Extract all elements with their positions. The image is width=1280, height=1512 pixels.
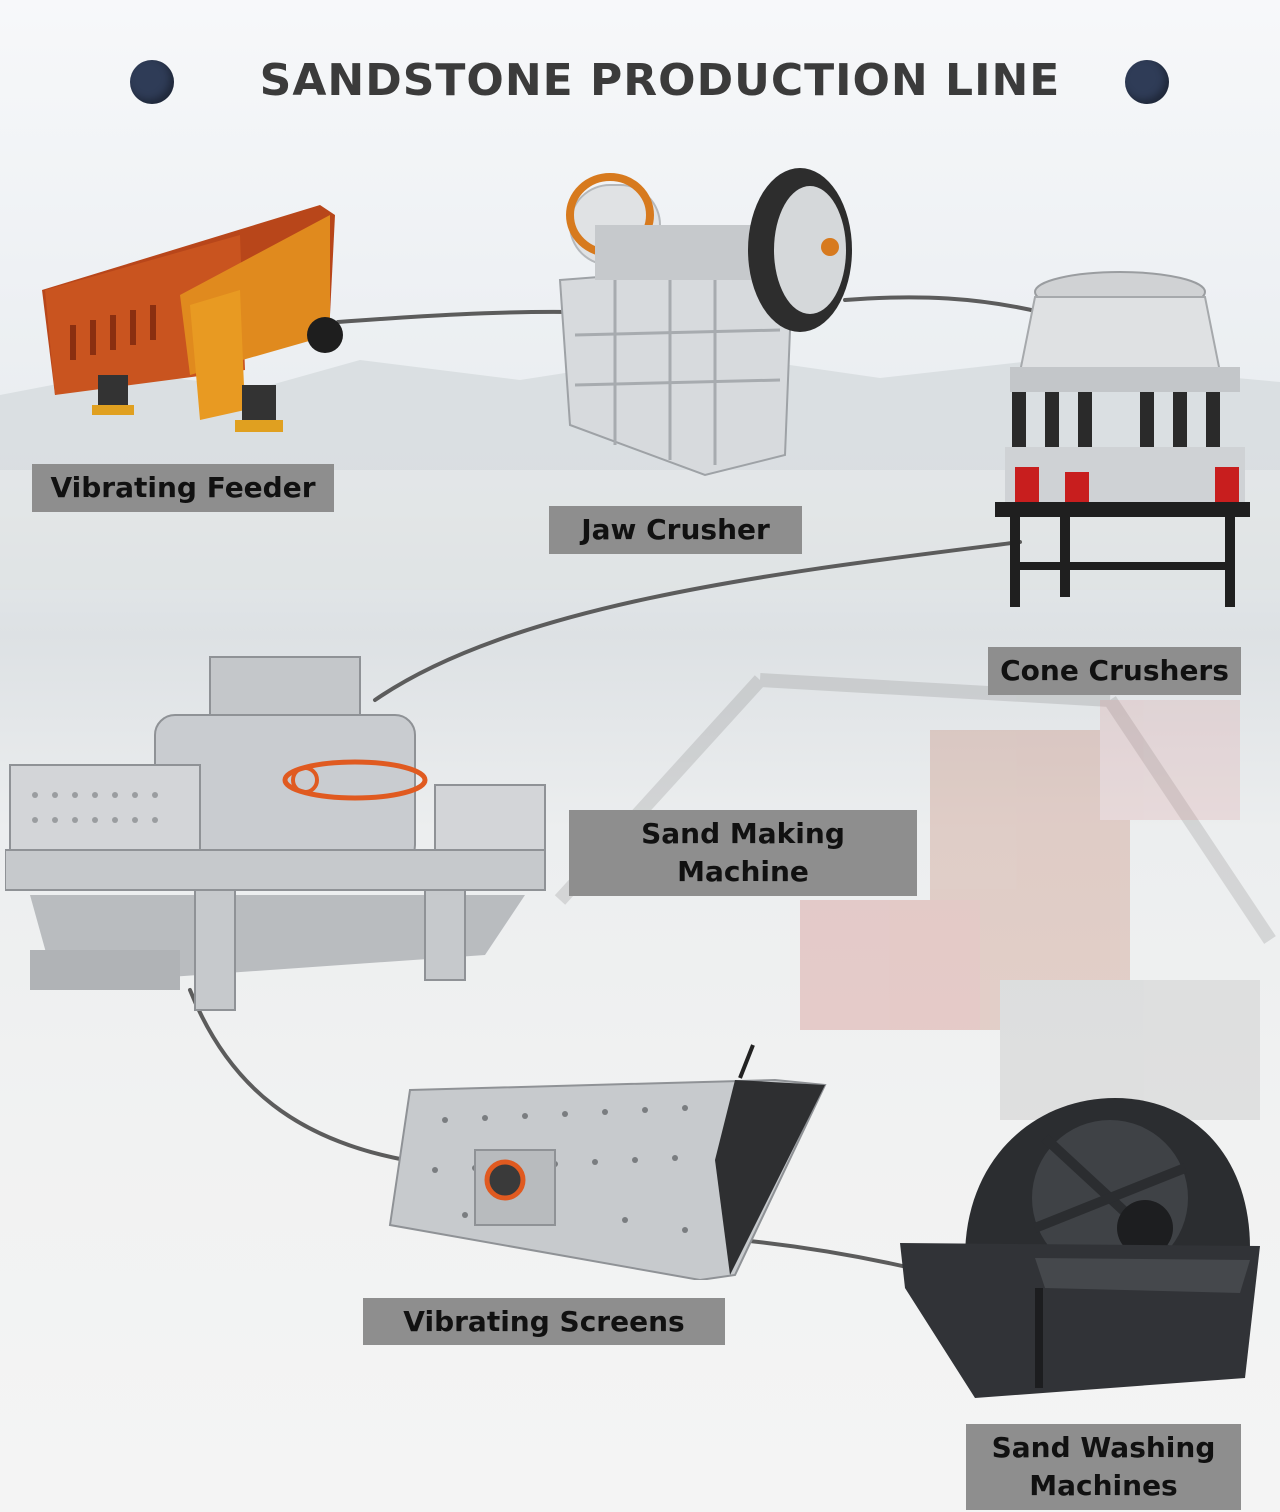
label-cone-crushers: Cone Crushers	[988, 647, 1241, 695]
title-row: SANDSTONE PRODUCTION LINE	[0, 52, 1280, 112]
label-vibrating-screens: Vibrating Screens	[363, 1298, 725, 1345]
sand-making-machine-image	[5, 656, 546, 1011]
connector-screens-to-washer	[738, 1238, 922, 1272]
connector-jaw-to-cone	[843, 295, 1042, 314]
title-bullet-left-icon	[130, 60, 174, 104]
connector-cone-to-sand-making	[373, 540, 1022, 702]
connector-feeder-to-jaw	[336, 309, 574, 324]
sand-washing-machine-image	[900, 1098, 1260, 1398]
label-sand-washing-machines: Sand Washing Machines	[966, 1424, 1241, 1510]
connector-sand-making-to-screens	[188, 988, 407, 1162]
cone-crusher-image	[995, 271, 1250, 607]
title-bullet-right-icon	[1125, 60, 1169, 104]
jaw-crusher-image	[558, 168, 852, 477]
label-jaw-crusher: Jaw Crusher	[549, 506, 802, 554]
vibrating-feeder-image	[42, 205, 343, 432]
page-title: SANDSTONE PRODUCTION LINE	[259, 55, 1061, 106]
label-sand-making-machine: Sand Making Machine	[569, 810, 917, 896]
vibrating-screens-image	[388, 1044, 827, 1280]
label-vibrating-feeder: Vibrating Feeder	[32, 464, 334, 512]
